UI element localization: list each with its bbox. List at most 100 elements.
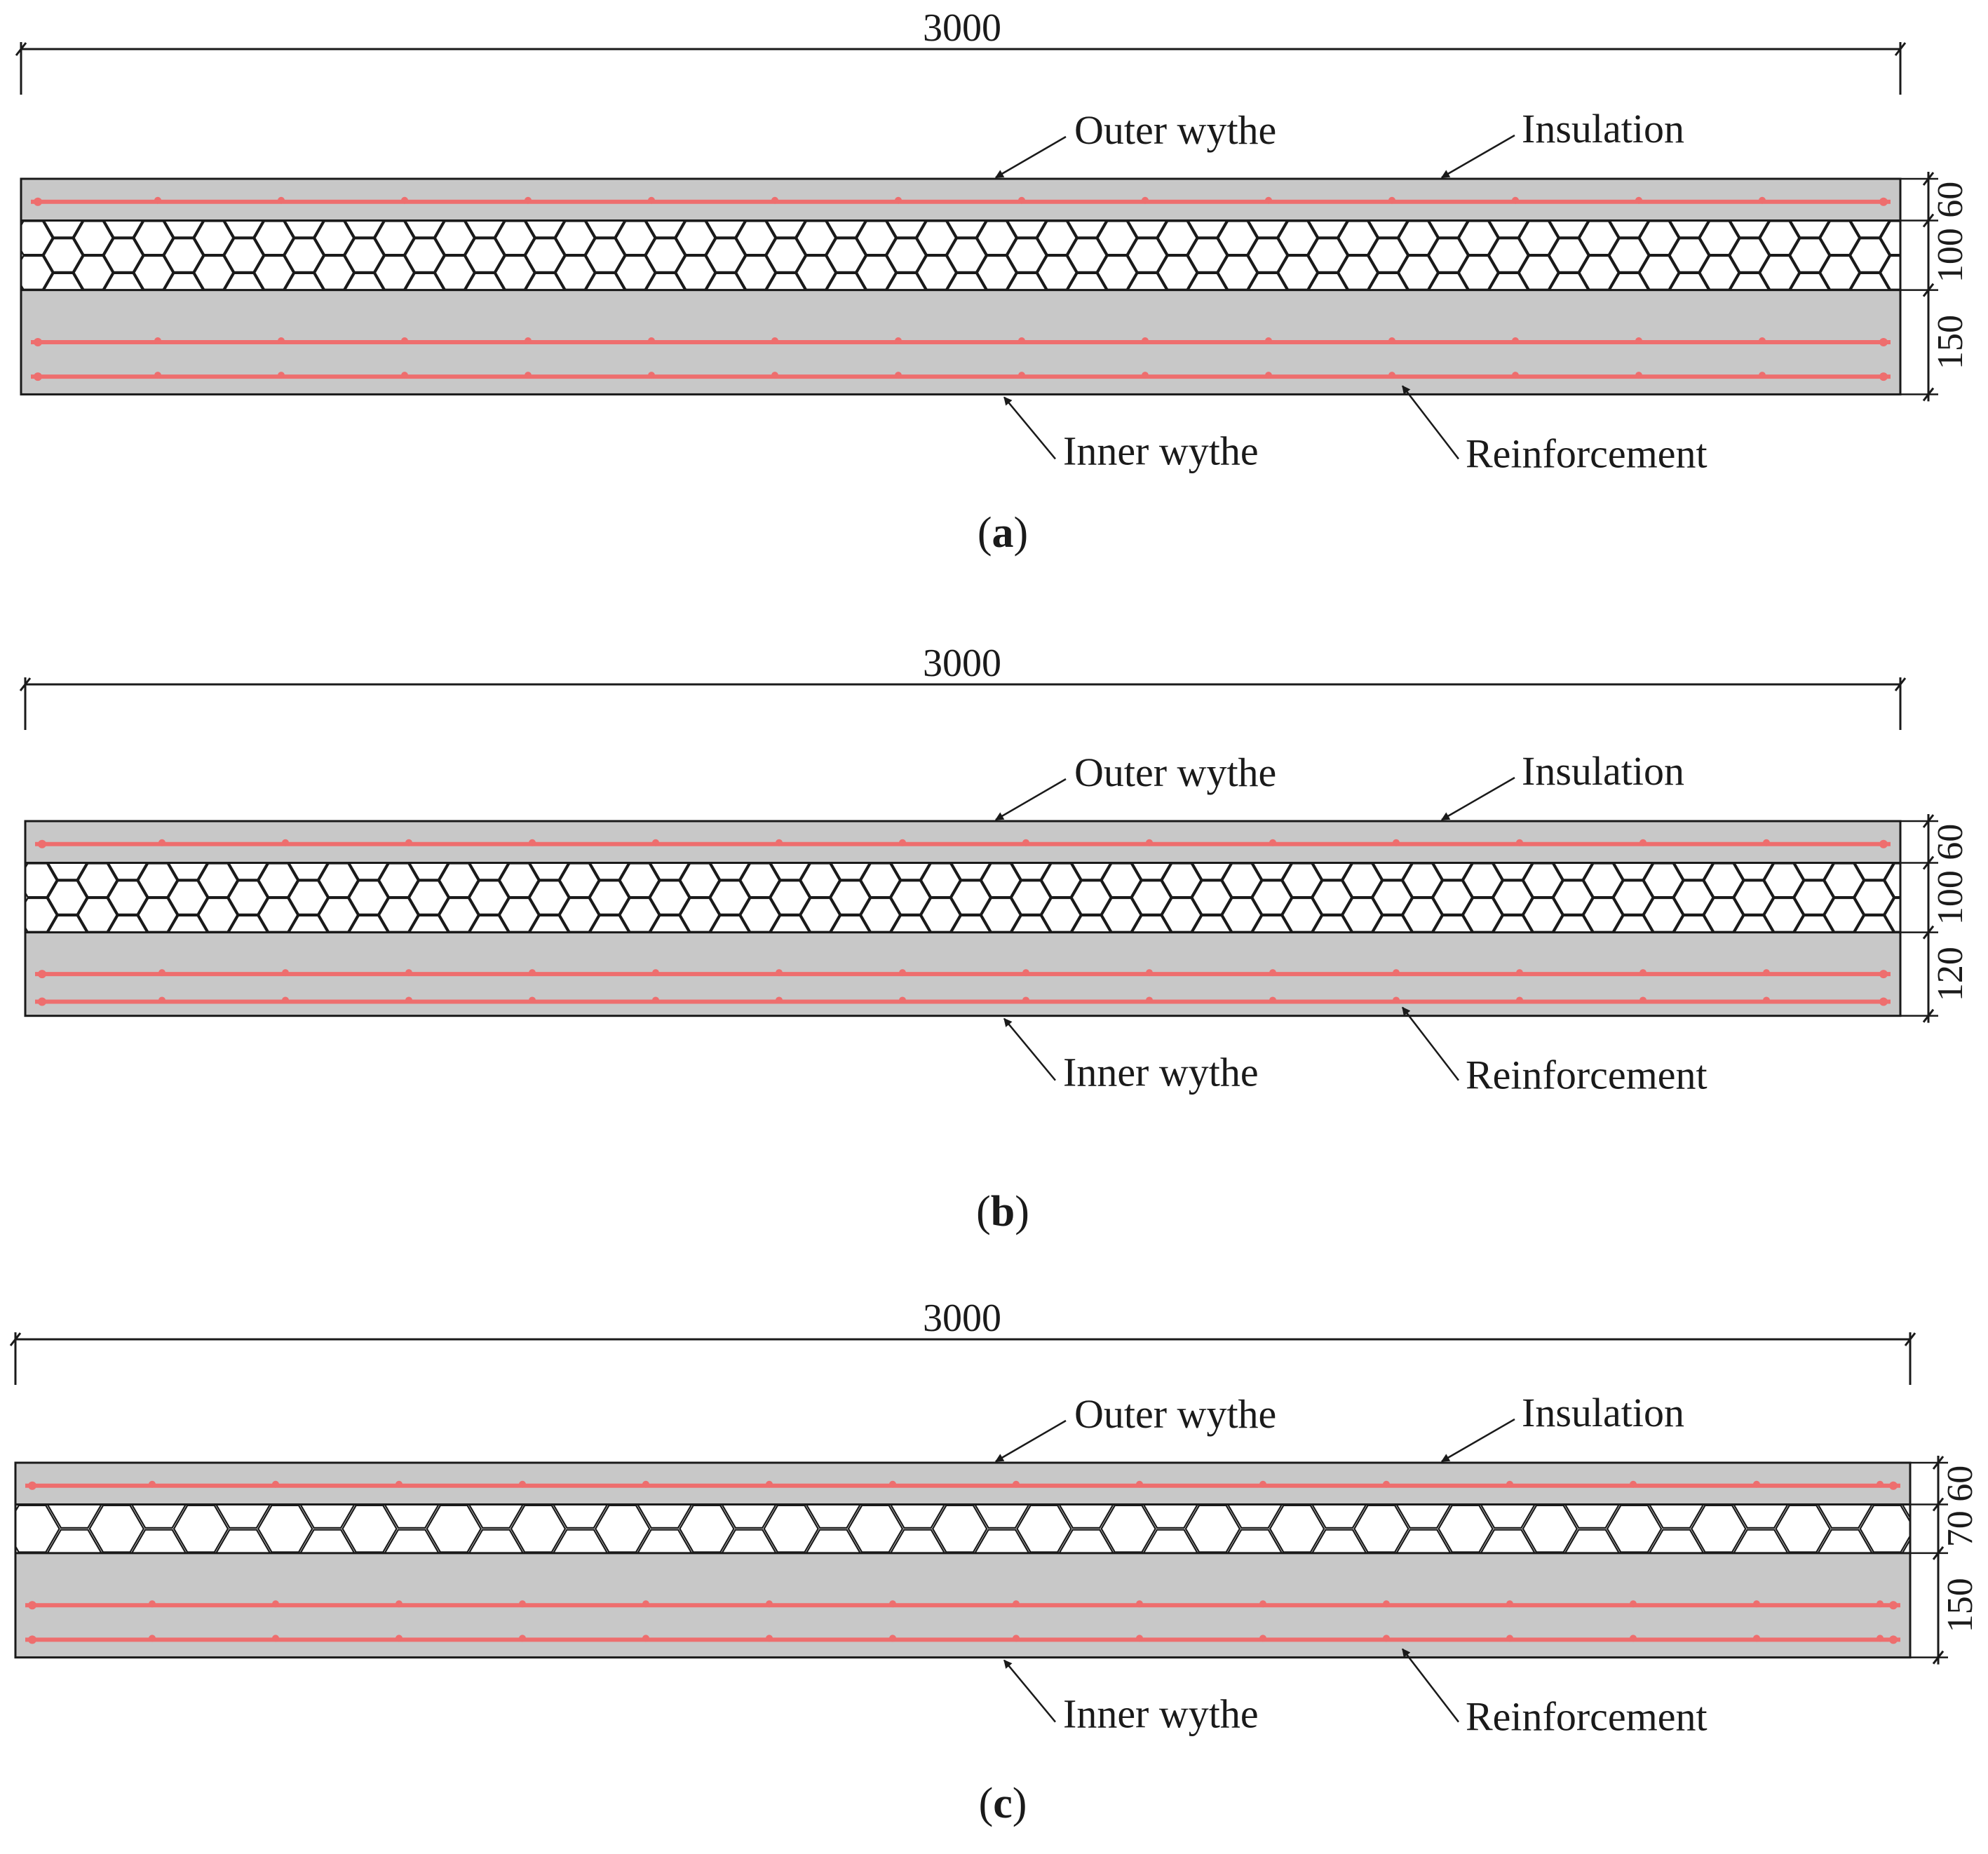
length-dimension-label: 3000 [923, 642, 1001, 685]
stirrup-dot [529, 839, 536, 846]
stirrup-dot [525, 337, 532, 345]
stirrup-dot [776, 839, 783, 846]
stirrup-dot [1516, 969, 1523, 977]
stirrup-dot [1630, 1600, 1637, 1608]
inner-wythe-leader [1003, 396, 1056, 460]
stirrup-dot [282, 969, 289, 977]
stirrup-dot [652, 839, 659, 846]
insulation-leader [1440, 134, 1515, 179]
stirrup-dot [1259, 1635, 1266, 1642]
stirrup-dot [1753, 1480, 1760, 1488]
outer-wythe-label: Outer wythe [1074, 750, 1276, 795]
stirrup-dot [1265, 372, 1272, 379]
inner-wythe-leader [1003, 1017, 1056, 1081]
stirrup-dot [1759, 196, 1766, 204]
stirrup-dot [1265, 196, 1272, 204]
reinforcement-bars [35, 839, 1891, 1006]
stirrup-dot [1759, 337, 1766, 345]
caption-paren-open: ( [979, 1780, 994, 1827]
rebar-end [34, 338, 42, 347]
stirrup-dot [899, 969, 906, 977]
rebar-end [38, 970, 46, 979]
inner-wythe-label: Inner wythe [1063, 428, 1259, 473]
panel-caption: (b) [976, 1188, 1029, 1236]
stirrup-dot [1512, 337, 1519, 345]
dimension-tick-icon [1932, 1497, 1945, 1512]
stirrup-dot [158, 839, 165, 846]
dimension-tick-icon [1904, 1332, 1916, 1346]
panel-caption: (a) [978, 509, 1028, 557]
stirrup-dot [1142, 372, 1149, 379]
stirrup-dot [766, 1600, 773, 1608]
reinforcement-label: Reinforcement [1466, 431, 1708, 476]
stirrup-dot [1630, 1480, 1637, 1488]
stirrup-dot [149, 1600, 156, 1608]
stirrup-dot [1136, 1635, 1143, 1642]
reinforcement-leader [1402, 1648, 1459, 1723]
stirrup-dot [158, 969, 165, 977]
dimension-tick-icon [1922, 814, 1935, 828]
stirrup-dot [1630, 1635, 1637, 1642]
thickness-label: 70 [1940, 1510, 1980, 1547]
stirrup-dot [154, 196, 161, 204]
stirrup-dot [1383, 1600, 1390, 1608]
stirrup-dot [642, 1480, 649, 1488]
stirrup-dot [1635, 337, 1642, 345]
dimension-tick-icon [15, 42, 27, 56]
inner-wythe-leader [1003, 1659, 1056, 1723]
length-dimension-label: 3000 [923, 1297, 1001, 1340]
stirrup-dot [1393, 839, 1400, 846]
rebar-end [1879, 839, 1888, 848]
stirrup-dot [1639, 839, 1646, 846]
stirrup-dot [1383, 1480, 1390, 1488]
rebar-end [28, 1481, 36, 1490]
stirrup-dot [1388, 337, 1395, 345]
stirrup-dot [395, 1600, 403, 1608]
thickness-label: 60 [1940, 1466, 1980, 1502]
stirrup-dot [1388, 196, 1395, 204]
stirrup-dot [652, 996, 659, 1004]
stirrup-dot [1146, 969, 1153, 977]
stirrup-dot [1013, 1480, 1020, 1488]
rebar-end [1879, 338, 1888, 347]
stirrup-dot [1136, 1480, 1143, 1488]
stirrup-dot [1516, 839, 1523, 846]
insulation-label: Insulation [1522, 748, 1684, 794]
stirrup-dot [1753, 1635, 1760, 1642]
caption-paren-open: ( [978, 509, 992, 557]
stirrup-dot [154, 337, 161, 345]
thickness-label: 150 [1940, 1578, 1980, 1632]
rebar-end [1879, 997, 1888, 1006]
stirrup-dot [889, 1600, 896, 1608]
length-dimension: 3000 [9, 1297, 1916, 1385]
thickness-dimension: 60 70 150 [1910, 1456, 1980, 1665]
stirrup-dot [889, 1635, 896, 1642]
stirrup-dot [1759, 372, 1766, 379]
stirrup-dot [1018, 196, 1025, 204]
rebar-end [1879, 372, 1888, 381]
caption-paren-open: ( [976, 1188, 991, 1236]
reinforcement-leader [1402, 385, 1459, 460]
stirrup-dot [149, 1635, 156, 1642]
dimension-tick-icon [19, 677, 32, 691]
caption-letter: c [993, 1780, 1013, 1827]
stirrup-dot [1877, 1600, 1884, 1608]
rebar-end [1889, 1635, 1898, 1644]
stirrup-dot [1259, 1600, 1266, 1608]
stirrup-dot [1877, 1635, 1884, 1642]
stirrup-dot [1763, 969, 1770, 977]
stirrup-dot [652, 969, 659, 977]
stirrup-dot [1022, 839, 1029, 846]
rebar-end [1889, 1481, 1898, 1490]
stirrup-dot [766, 1635, 773, 1642]
rebar-end [1879, 970, 1888, 979]
stirrup-dot [529, 969, 536, 977]
stirrup-dot [519, 1600, 526, 1608]
stirrup-dot [642, 1635, 649, 1642]
stirrup-dot [1506, 1635, 1513, 1642]
stirrup-dot [1506, 1480, 1513, 1488]
dimension-tick-icon [1922, 172, 1935, 186]
